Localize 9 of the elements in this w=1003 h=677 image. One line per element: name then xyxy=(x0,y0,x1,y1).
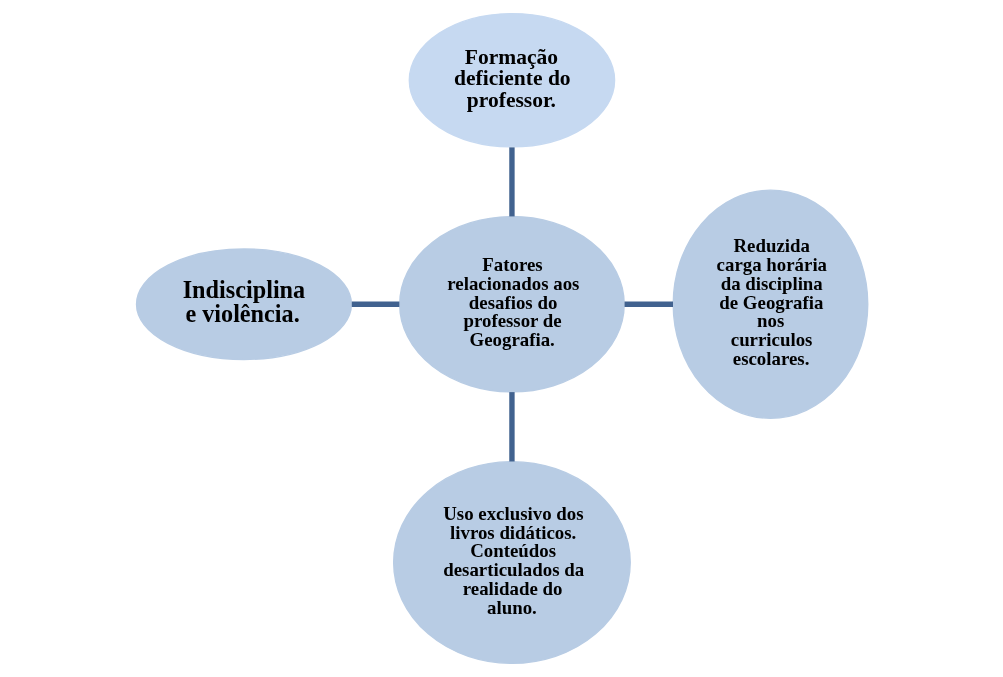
connector xyxy=(624,301,673,307)
connector xyxy=(508,147,515,217)
node-ellipse: Formação deficiente do professor. xyxy=(408,12,615,148)
connector xyxy=(351,301,399,307)
node-ellipse: Uso exclusivo dos livros didáticos. Conteúdos desarticulados da realidade do aluno. xyxy=(392,460,631,665)
connector xyxy=(508,392,515,462)
node-ellipse: Indisciplina e violência. xyxy=(135,248,352,361)
node-ellipse: Reduzida carga horária da disciplina de Geografia nos curriculos escolares. xyxy=(672,189,868,419)
node-ellipse: Fatores relacionados aos desafios do professor de Geografia. xyxy=(398,215,625,393)
